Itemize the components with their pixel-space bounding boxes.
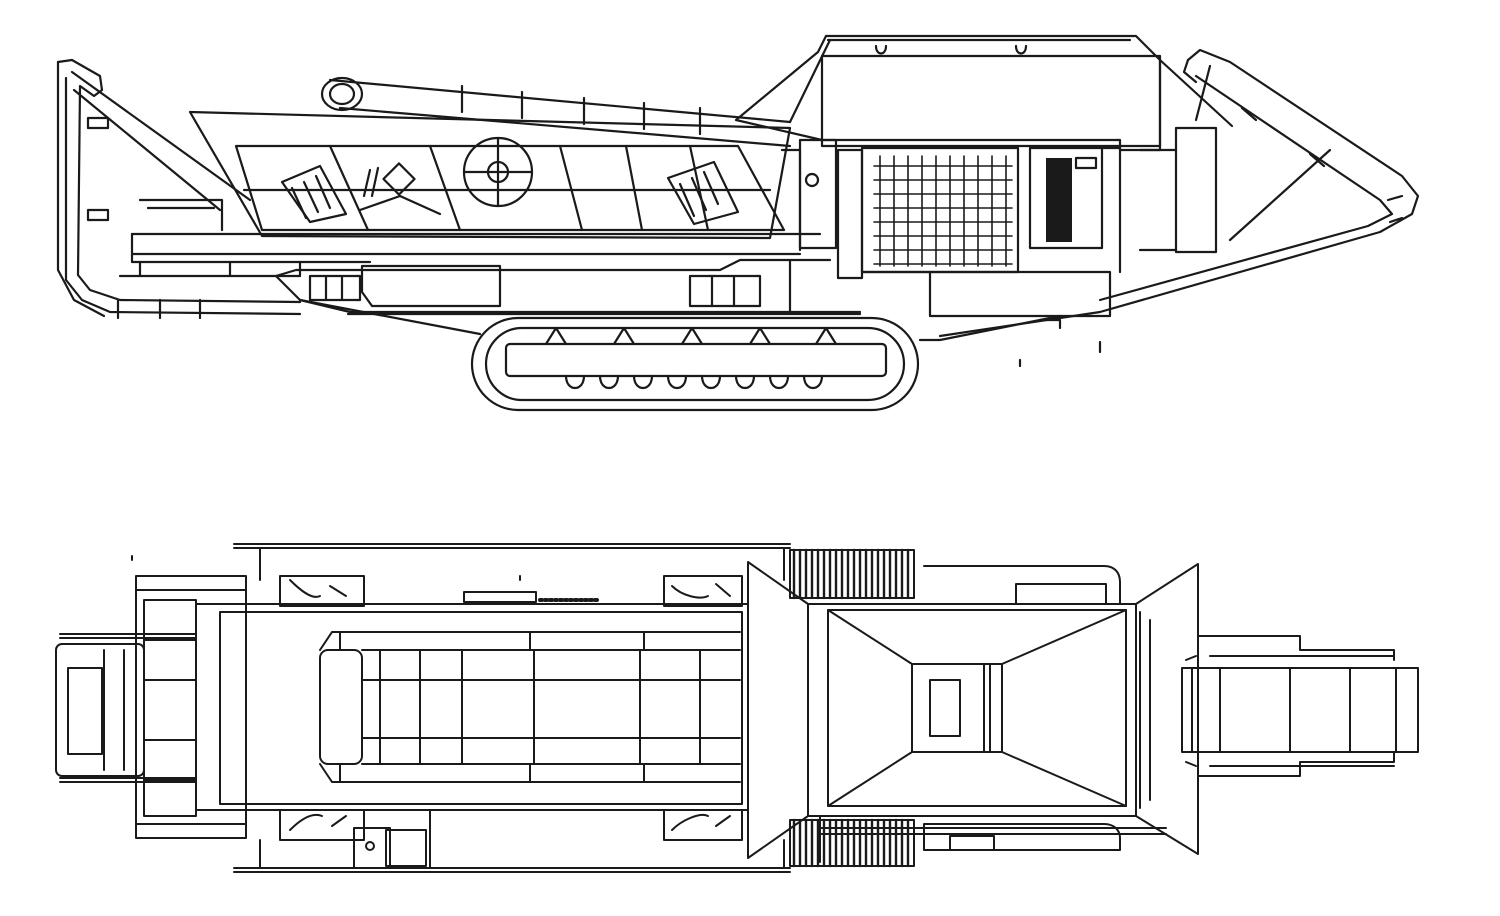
screen-box (188, 110, 792, 240)
power-unit (734, 34, 1218, 318)
crawler-track (470, 316, 920, 412)
screen-deck (195, 591, 749, 811)
front-conveyor-plan (1135, 563, 1419, 855)
top-view (55, 543, 1419, 873)
engine-grille (873, 155, 1013, 267)
crawler-tracks-plan (789, 548, 915, 868)
rear-conveyor-plan (55, 599, 197, 817)
walkway-platform (118, 198, 822, 278)
top-conveyor (320, 38, 832, 148)
side-view (56, 34, 1420, 412)
feed-hopper (747, 561, 1137, 859)
frame-rails (131, 543, 791, 873)
lower-details (353, 809, 431, 869)
chassis-frame (274, 258, 862, 336)
front-conveyor (918, 48, 1420, 368)
rear-conveyor (56, 58, 302, 320)
vibrator-motors (279, 575, 743, 841)
engine-housing (819, 565, 1167, 863)
